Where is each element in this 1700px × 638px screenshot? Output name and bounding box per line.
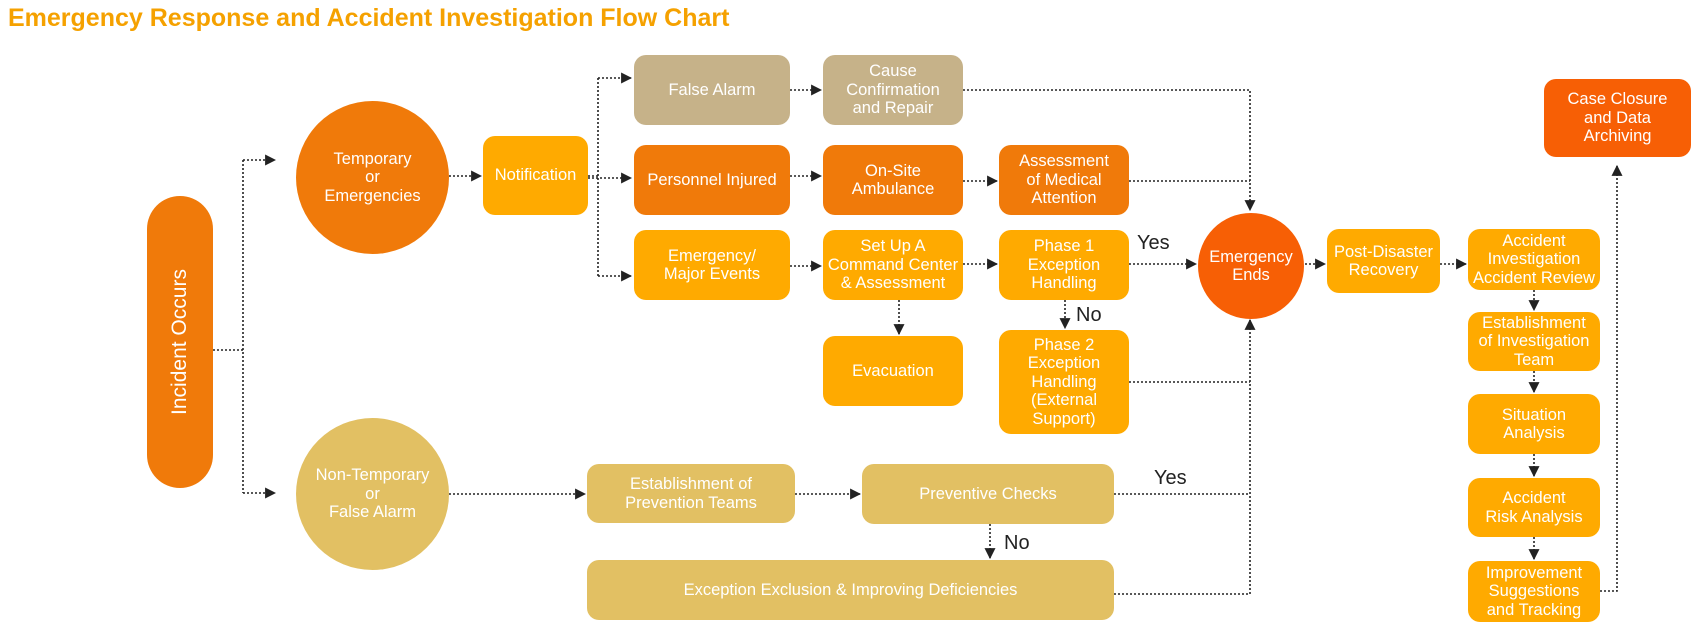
cause-confirmation-node: Cause Confirmation and Repair [823,55,963,125]
case-closure-node: Case Closure and Data Archiving [1544,79,1691,157]
on-site-ambulance-node: On-Site Ambulance [823,145,963,215]
connector-exception-ends [1114,318,1256,595]
emergency-major-node: Emergency/ Major Events [634,230,790,300]
improvement-suggestions-node: Improvement Suggestions and Tracking [1468,561,1600,622]
phase2-exception-node: Phase 2 Exception Handling (External Sup… [999,330,1129,434]
yes-label-phase1: Yes [1137,232,1170,254]
risk-analysis-node: Accident Risk Analysis [1468,478,1600,537]
false-alarm-node: False Alarm [634,55,790,125]
prevention-teams-node: Establishment of Prevention Teams [587,464,795,523]
incident-occurs-node: Incident Occurs [147,196,213,488]
yes-label-checks: Yes [1154,467,1187,489]
investigation-team-node: Establishment of Investigation Team [1468,312,1600,371]
non-temporary-node: Non-Temporary or False Alarm [296,418,449,570]
temporary-emergencies-node: Temporary or Emergencies [296,101,449,254]
exception-exclusion-node: Exception Exclusion & Improving Deficien… [587,560,1114,620]
post-disaster-recovery-node: Post-Disaster Recovery [1327,229,1440,293]
situation-analysis-node: Situation Analysis [1468,394,1600,454]
accident-review-node: Accident Investigation Accident Review [1468,229,1600,290]
notification-node: Notification [483,136,588,215]
emergency-ends-node: Emergency Ends [1198,213,1304,319]
page-title: Emergency Response and Accident Investig… [8,4,730,32]
phase1-exception-node: Phase 1 Exception Handling [999,230,1129,300]
evacuation-node: Evacuation [823,336,963,406]
connector-improvement-closure [1600,164,1623,592]
command-center-node: Set Up A Command Center & Assessment [823,230,963,300]
incident-occurs-label: Incident Occurs [168,269,191,415]
no-label-checks: No [1004,532,1030,554]
no-label-phase1: No [1076,304,1102,326]
preventive-checks-node: Preventive Checks [862,464,1114,524]
personnel-injured-node: Personnel Injured [634,145,790,215]
assessment-medical-node: Assessment of Medical Attention [999,145,1129,215]
